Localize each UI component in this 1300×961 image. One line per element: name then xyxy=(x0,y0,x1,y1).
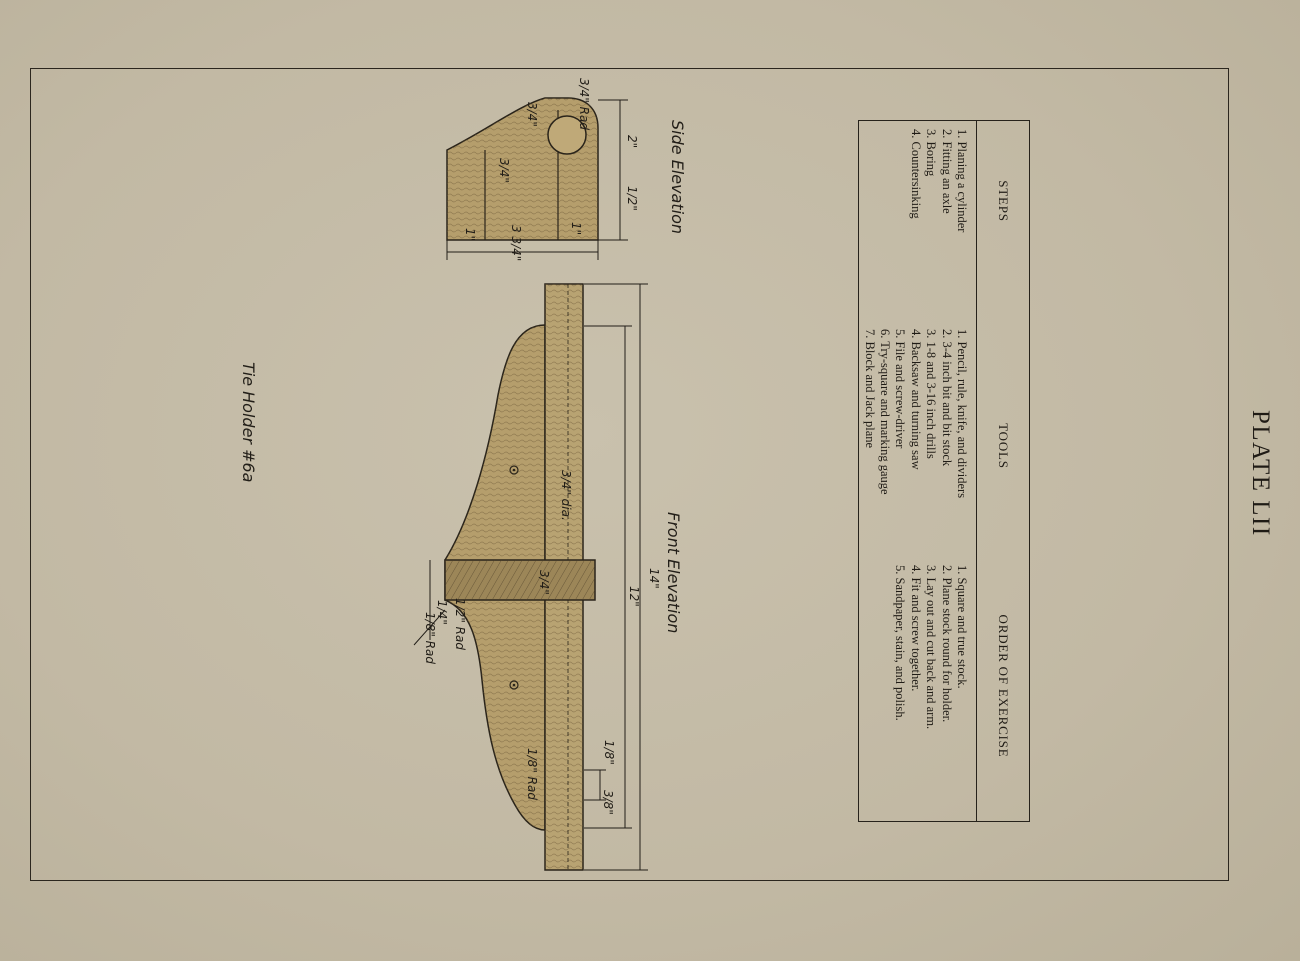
dim-front-three-quarter: 3/4" xyxy=(537,570,551,595)
tool-item: 3. 1-8 and 3-16 inch drills xyxy=(924,329,939,459)
tool-item: 6. Try-square and marking gauge xyxy=(878,329,893,495)
tool-item: 1. Pencil, rule, knife, and dividers xyxy=(955,329,969,499)
dowel-circle xyxy=(547,115,587,155)
plate-label: PLATE LII xyxy=(1247,410,1274,537)
dim-rad-top: 1/2" Rad xyxy=(453,598,467,650)
exercise-table: STEPS TOOLS ORDER OF EXERCISE 1. Planing… xyxy=(858,120,1030,822)
dim-side-three-quarter: 3/4" xyxy=(525,102,539,127)
step-item: 2. Fitting an axle xyxy=(939,129,954,214)
order-column: 1. Square and true stock.2. Plane stock … xyxy=(892,565,969,729)
dim-side-one-a: 1" xyxy=(463,228,477,241)
front-elevation xyxy=(413,283,648,871)
dim-front-eighth: 1/8" xyxy=(602,740,616,765)
tool-item: 4. Backsaw and turning saw xyxy=(908,329,923,470)
dim-inner-length: 12" xyxy=(627,586,641,607)
header-rule xyxy=(976,121,977,821)
dim-overall-length: 14" xyxy=(647,568,661,589)
front-elevation-label: Front Elevation xyxy=(664,512,683,633)
step-item: 1. Planing a cylinder xyxy=(955,129,969,233)
tool-item: 2. 3-4 inch bit and bit stock xyxy=(939,329,954,467)
tool-item: 5. File and screw-driver xyxy=(893,329,908,449)
step-item: 3. Boring xyxy=(924,129,939,177)
plate-border xyxy=(30,68,1229,881)
dim-rad-small: 1/8" Rad xyxy=(423,612,437,664)
dim-side-rad: 3/4" Rad xyxy=(577,78,591,130)
order-item: 5. Sandpaper, stain, and polish. xyxy=(893,565,908,721)
order-item: 3. Lay out and cut back and arm. xyxy=(924,565,939,730)
tools-header: TOOLS xyxy=(996,423,1011,469)
order-header: ORDER OF EXERCISE xyxy=(996,614,1011,758)
dim-front-quarter: 1/4" xyxy=(435,600,449,625)
dim-dowel-dia: 3/4" dia. xyxy=(559,470,573,521)
dim-side-quarter: 3/4" xyxy=(497,158,511,183)
dim-side-width: 2" xyxy=(625,135,639,148)
order-item: 4. Fit and screw together. xyxy=(908,565,923,692)
dim-rad-end: 1/8" Rad xyxy=(525,748,539,800)
tool-item: 7. Block and Jack plane xyxy=(862,329,877,449)
step-item: 4. Countersinking xyxy=(908,129,923,219)
dim-front-three-eighth: 3/8" xyxy=(601,790,615,815)
drawing-title: Tie Holder #6a xyxy=(239,362,258,482)
side-elevation xyxy=(446,97,628,260)
dim-side-height: 3 3/4" xyxy=(509,225,523,261)
order-item: 1. Square and true stock. xyxy=(955,565,969,689)
dim-side-one-b: 1" xyxy=(569,222,583,235)
steps-header: STEPS xyxy=(996,180,1011,222)
dim-side-half: 1/2" xyxy=(625,186,639,211)
order-item: 2. Plane stock round for holder. xyxy=(939,565,954,723)
side-elevation-label: Side Elevation xyxy=(668,120,687,234)
